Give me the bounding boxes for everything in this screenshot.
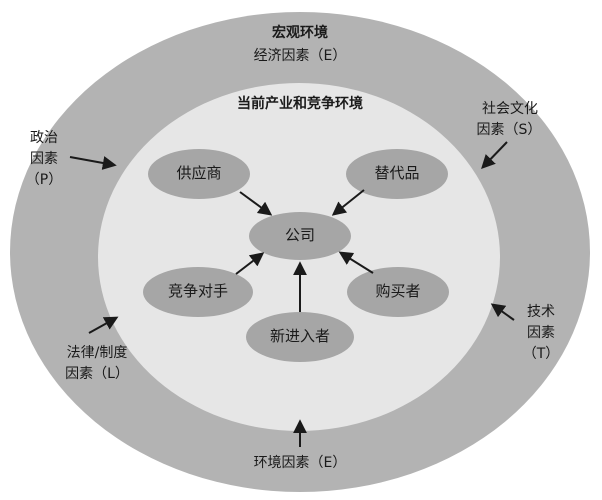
political-label-3: （P） [25,172,63,188]
node-buyer [347,267,449,317]
economic-label: 经济因素（E） [253,48,347,64]
substitute-label: 替代品 [374,164,420,182]
social-label-2: 因素（S） [476,122,542,138]
node-company [249,212,351,260]
tech-label-3: （T） [522,346,560,362]
legal-label-2: 因素（L） [65,366,129,382]
new-entrant-label: 新进入者 [269,327,330,345]
competitor-label: 竞争对手 [167,282,228,300]
industry-title: 当前产业和竞争环境 [237,96,363,112]
political-label-1: 政治 [30,130,58,146]
macro-title: 宏观环境 [272,25,328,41]
company-label: 公司 [284,226,315,244]
tech-label-2: 因素 [527,325,555,341]
arrow-substitute-to-company [331,189,365,216]
social-label-1: 社会文化 [482,101,538,117]
supplier-label: 供应商 [176,164,222,182]
node-supplier [148,149,250,199]
tech-label-1: 技术 [527,304,555,320]
node-substitute [346,149,448,199]
arrow-competitor-to-company [235,252,265,275]
arrow-supplier-to-company [239,191,273,216]
political-label-2: 因素 [30,151,58,167]
node-new-entrant [246,312,354,362]
arrow-legal [88,316,119,334]
buyer-label: 购买者 [375,282,421,300]
node-competitor [143,267,253,317]
legal-label-1: 法律/制度 [66,345,128,361]
arrow-buyer-to-company [338,251,374,274]
arrow-political [69,156,117,170]
environment-label: 环境因素（E） [253,455,347,471]
arrow-tech [490,303,515,321]
arrow-social [481,141,508,170]
